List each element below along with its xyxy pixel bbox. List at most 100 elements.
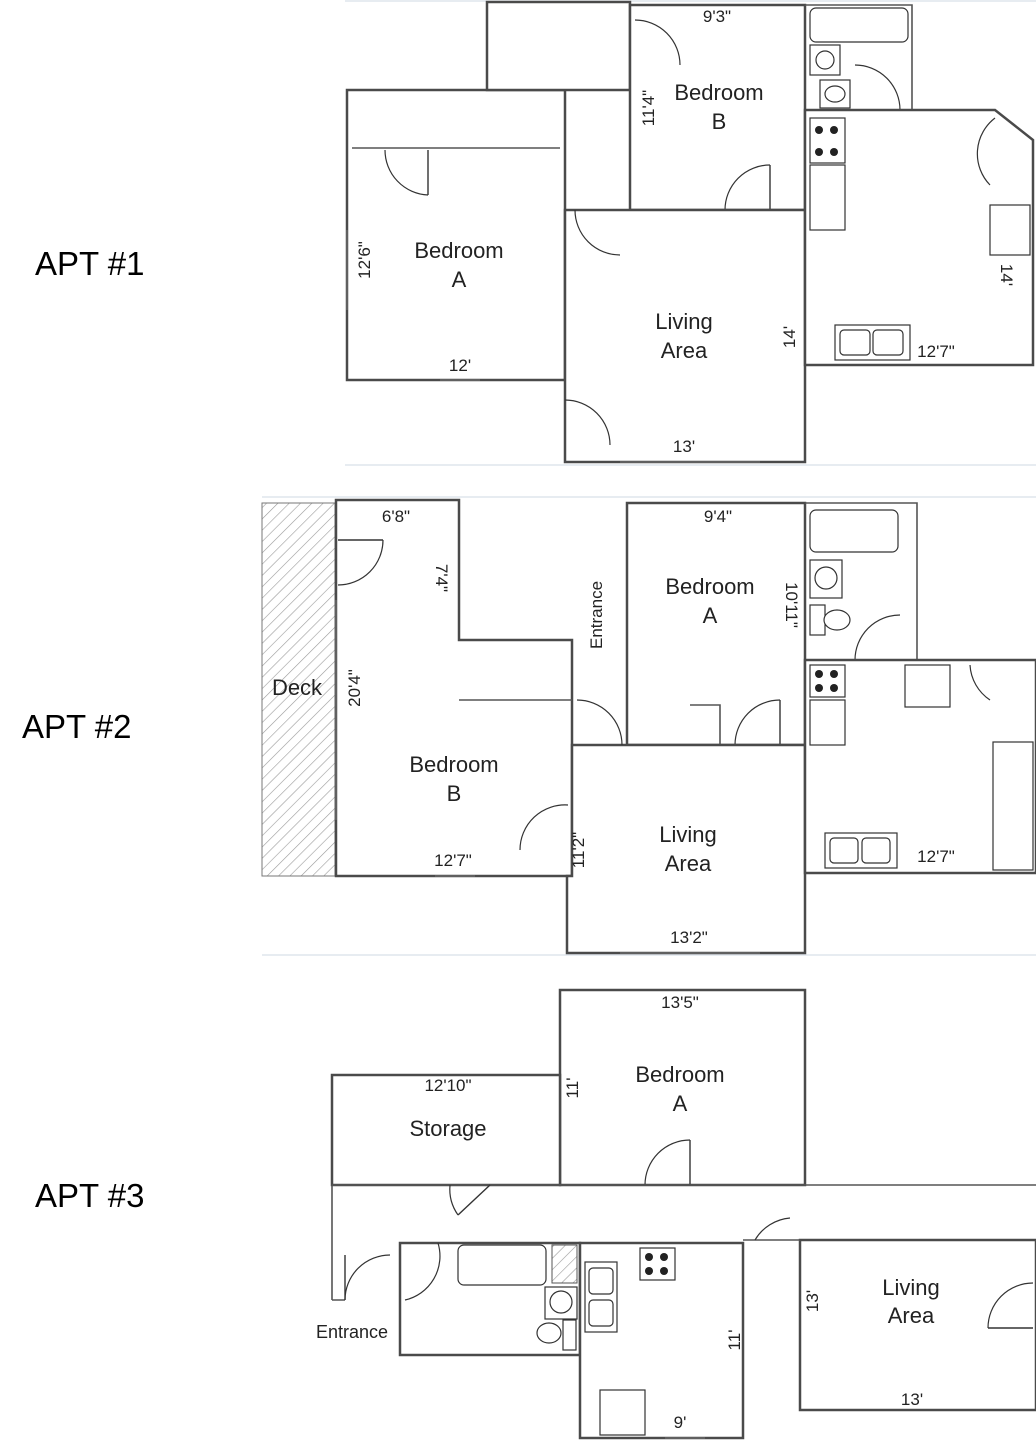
dimension-label: 7'4" [432,564,451,592]
door-swing [384,149,429,196]
living-area-label: Living [882,1275,939,1300]
deck-label: Deck [272,675,323,700]
hallway-wall [331,1184,1036,1301]
burner [815,670,823,678]
bedroom-b-letter: B [447,781,462,806]
toilet-tank [562,1319,577,1351]
living-area-label-2: Area [888,1303,935,1328]
bedroom-a-letter: A [703,603,718,628]
closet-wall [690,704,721,745]
dimension-label: 13' [901,1390,923,1409]
toilet-tank [809,604,826,636]
burner [815,148,823,156]
dimension-label: 9' [674,1413,687,1432]
door-swing [976,117,996,186]
sink-bowl [814,566,838,590]
bathtub [457,1244,547,1286]
dimension-label: 13' [803,1290,822,1312]
door-swing [344,1254,391,1301]
dimension-label: 14' [780,326,799,348]
bathtub [809,7,909,43]
shower-niche [551,1244,578,1284]
bedroom-b-walls [334,498,574,878]
door-swing [564,399,611,446]
stove [809,117,846,164]
dimension-label: 12'6" [355,241,374,279]
dimension-label: 9'4" [704,507,732,526]
storage-label: Storage [409,1116,486,1141]
door-swing [854,614,901,661]
door-swing [854,64,901,111]
bedroom-a-walls [345,88,567,382]
bath-wall [805,502,918,660]
refrigerator [904,664,951,708]
bedroom-a-letter: A [673,1091,688,1116]
sink-bowl [815,50,835,70]
door-swing [987,1282,1034,1329]
stove [809,664,846,698]
dimension-label: 14' [997,264,1016,286]
bedroom-b-label: Bedroom [409,752,498,777]
door-swing [574,209,621,256]
door-swing [634,19,681,66]
living-area-label-2: Area [661,338,708,363]
door-swing [754,1217,791,1241]
bedroom-a-label: Bedroom [665,574,754,599]
door-swing [724,164,771,211]
kitchen-walls [803,658,1036,875]
door-swing [519,804,569,851]
door-swing [404,1242,441,1301]
toilet-bowl [824,85,846,103]
door-swing [644,1139,691,1186]
apt-2-plan: APT #2 [22,496,1036,956]
burner [830,670,838,678]
refrigerator [599,1389,646,1436]
counter [992,741,1034,871]
closet-walls [485,0,632,92]
door-swing [337,539,384,586]
door [457,1184,491,1216]
dimension-label: 10'11" [782,582,801,628]
door-swing [449,1184,459,1216]
living-area-walls [798,1238,1036,1412]
sink-basin [872,329,904,356]
kitchen-walls [803,108,1035,367]
dimension-label: 11'2" [569,832,588,868]
sink-basin [588,1299,614,1327]
living-area-walls [563,208,807,464]
living-area-label: Living [655,309,712,334]
burner [645,1267,653,1275]
dimension-label: 13' [673,437,695,456]
apt-1-label: APT #1 [35,245,144,282]
refrigerator [989,204,1031,256]
dimension-label: 12'7" [917,342,955,361]
bedroom-b-label: Bedroom [674,80,763,105]
dimension-label: 12'7" [434,851,472,870]
burner [830,684,838,692]
door-swing [576,699,623,746]
dimension-label: 12'10" [424,1076,471,1095]
dimension-label: 12' [449,356,471,375]
bedroom-a-walls [558,988,807,1187]
apt-3-plan: APT #3 [35,988,1036,1440]
bedroom-a-letter: A [452,267,467,292]
door-swing [969,664,991,701]
sink-bowl [549,1290,573,1314]
burner [815,684,823,692]
entrance-label: Entrance [316,1322,388,1342]
sink-basin [861,837,891,864]
burner [660,1253,668,1261]
toilet-bowl [536,1322,562,1344]
dimension-label: 11' [725,1330,744,1351]
counter [809,699,846,746]
counter [809,164,846,231]
living-area-label-2: Area [665,851,712,876]
bedroom-a-label: Bedroom [414,238,503,263]
sink-basin [829,837,859,864]
apt-2-label: APT #2 [22,708,131,745]
dimension-label: 13'2" [670,928,708,947]
burner [645,1253,653,1261]
door-swing [734,699,781,746]
dimension-label: 11' [563,1078,582,1099]
